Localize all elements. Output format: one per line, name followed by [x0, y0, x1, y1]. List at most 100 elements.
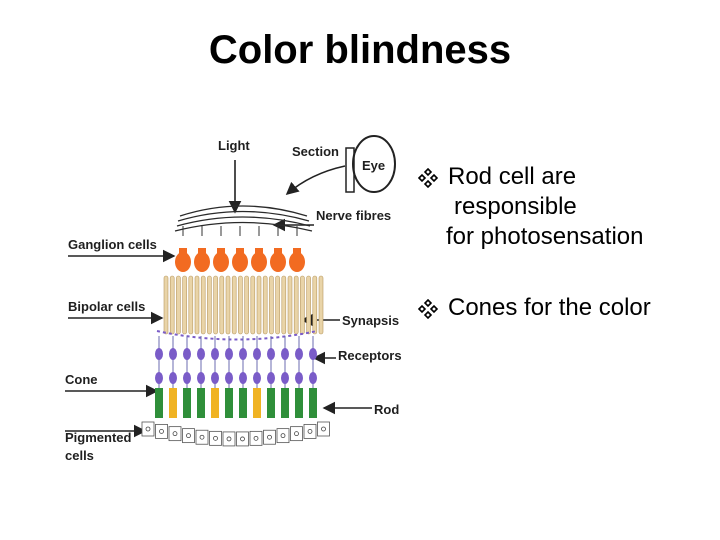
ganglion-cell: [213, 252, 229, 272]
label-eye: Eye: [362, 158, 385, 173]
pigmented-cell: [290, 426, 303, 442]
rod-cell: [309, 388, 317, 418]
bipolar-cell: [318, 275, 324, 335]
pigmented-cell: [209, 430, 222, 446]
receptor-nucleus: [169, 348, 177, 360]
pigmented-cell-nucleus: [321, 426, 326, 432]
receptor-nucleus: [211, 348, 219, 360]
pigmented-cell: [236, 431, 249, 447]
receptor-nucleus: [197, 348, 205, 360]
pigmented-cell: [317, 421, 330, 437]
bipolar-cell: [275, 275, 280, 335]
pigmented-cell-nucleus: [240, 436, 245, 442]
pigmented-cell: [182, 428, 195, 444]
pigmented-cell-nucleus: [186, 433, 191, 439]
receptor-nucleus: [267, 372, 275, 384]
receptor-nucleus: [155, 348, 163, 360]
label-cone: Cone: [65, 372, 98, 387]
receptor-nucleus: [267, 348, 275, 360]
diamond-bullet-icon: [418, 299, 438, 319]
label-nerve-fibres: Nerve fibres: [316, 208, 391, 223]
pigmented-cell: [303, 423, 317, 439]
bipolar-cell: [231, 275, 237, 335]
slide-title: Color blindness: [208, 28, 512, 72]
pigmented-cell: [263, 429, 276, 445]
bipolar-cell: [256, 275, 262, 335]
bipolar-cell: [269, 275, 274, 335]
label-light: Light: [218, 138, 250, 153]
rod-cell: [183, 388, 191, 418]
ganglion-cell-neck: [274, 248, 282, 256]
bipolar-cell: [213, 275, 218, 335]
ganglion-cell: [251, 252, 267, 272]
pigmented-cell: [195, 429, 209, 445]
receptor-nucleus: [281, 348, 289, 360]
receptor-nucleus: [239, 348, 247, 360]
bipolar-cell: [300, 275, 305, 335]
bullet-cones: Cones for the color: [416, 293, 716, 323]
receptor-nucleus: [211, 372, 219, 384]
receptor-nucleus: [281, 372, 289, 384]
receptor-nucleus: [295, 348, 303, 360]
bipolar-cell: [225, 275, 231, 335]
label-section: Section: [292, 144, 339, 159]
bipolar-cell: [238, 275, 243, 335]
rod-cell: [197, 388, 205, 418]
receptor-nucleus: [155, 372, 163, 384]
ganglion-cell: [270, 252, 286, 272]
receptor-nucleus: [295, 372, 303, 384]
pigmented-cell: [168, 426, 182, 442]
receptor-nucleus: [197, 372, 205, 384]
diamond-bullet-icon: [418, 168, 438, 188]
bipolar-cell: [219, 275, 225, 335]
label-synapsis: Synapsis: [342, 313, 399, 328]
rod-cell: [239, 388, 247, 418]
receptor-nucleus: [225, 348, 233, 360]
retina-diagram: Light Section Eye Nerve fibres Ganglion …: [62, 126, 412, 471]
bullet-2-line-1: Cones for the color: [448, 294, 651, 321]
rod-cell: [295, 388, 303, 418]
pigmented-cell-nucleus: [280, 433, 286, 439]
pigmented-cell-nucleus: [199, 434, 205, 440]
ganglion-cell-neck: [217, 248, 225, 256]
label-ganglion-cells: Ganglion cells: [68, 237, 157, 252]
pigmented-cell-nucleus: [159, 428, 164, 434]
pigmented-cell-nucleus: [267, 434, 272, 440]
ganglion-cell: [289, 252, 305, 272]
rod-cell: [155, 388, 163, 418]
ganglion-cell-neck: [236, 248, 244, 256]
bullet-rod-cells: Rod cell are responsible for photosensat…: [416, 162, 716, 252]
label-bipolar-cells: Bipolar cells: [68, 299, 145, 314]
rod-cell: [281, 388, 289, 418]
rod-cell: [225, 388, 233, 418]
label-receptors: Receptors: [338, 348, 402, 363]
cone-cell: [211, 388, 219, 418]
receptor-nucleus: [225, 372, 233, 384]
bipolar-cell: [200, 275, 206, 335]
cone-cell: [253, 388, 261, 418]
bipolar-cell: [312, 275, 318, 335]
pigmented-cell: [155, 423, 168, 439]
receptor-nucleus: [169, 372, 177, 384]
label-cells: cells: [65, 448, 94, 463]
label-rod: Rod: [374, 402, 399, 417]
pigmented-cell: [249, 430, 263, 446]
pigmented-cell-nucleus: [294, 431, 299, 437]
receptor-nucleus: [239, 372, 247, 384]
rod-cell: [267, 388, 275, 418]
receptor-nucleus: [309, 372, 317, 384]
cone-cell: [169, 388, 177, 418]
bullet-1-line-3: for photosensation: [446, 223, 644, 250]
synapsis-line: [156, 330, 318, 341]
bipolar-cell: [188, 275, 194, 335]
receptor-nucleus: [253, 348, 261, 360]
ganglion-cell: [194, 252, 210, 272]
receptor-nucleus: [309, 348, 317, 360]
pigmented-cell-nucleus: [307, 428, 313, 434]
ganglion-cell: [232, 252, 248, 272]
pigmented-cell-nucleus: [172, 431, 178, 437]
bullet-1-line-1: Rod cell are: [448, 163, 577, 190]
ganglion-cell-neck: [198, 248, 206, 256]
ganglion-cell-neck: [255, 248, 263, 256]
bipolar-cell: [293, 275, 299, 335]
